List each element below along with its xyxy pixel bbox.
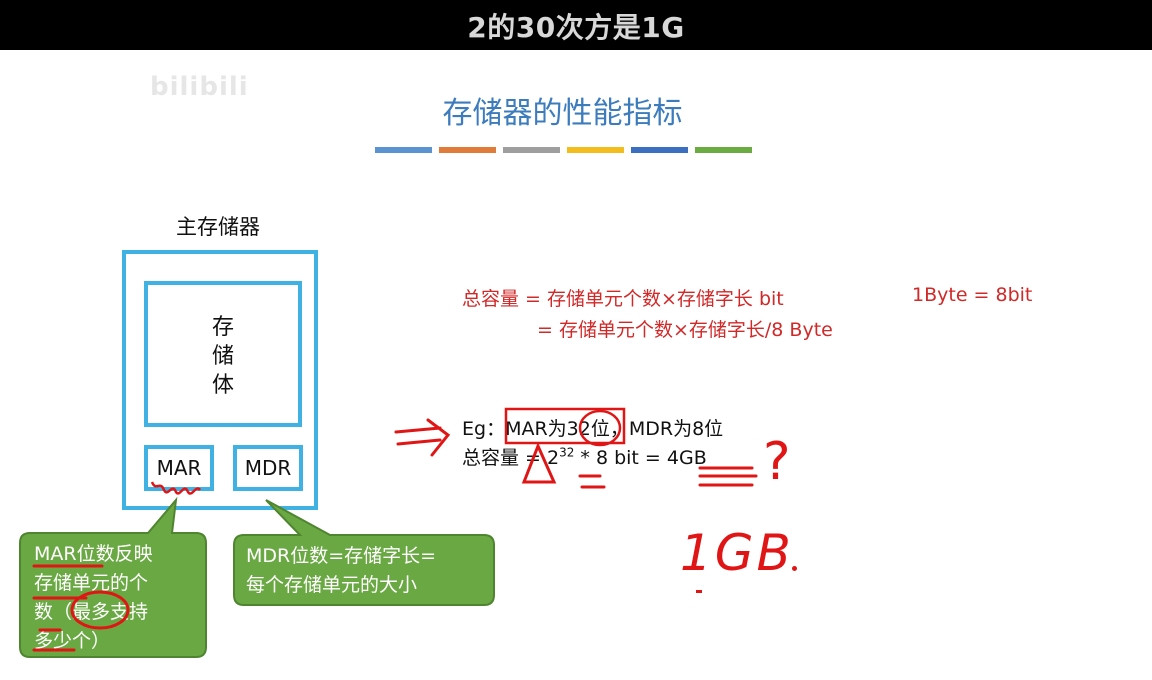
- example-label: Eg：: [462, 418, 506, 440]
- callout-mar-text: MAR位数反映 存储单元的个 数（最多支持 多少个）: [34, 540, 153, 656]
- formula-line-1: 总容量 = 存储单元个数×存储字长 bit: [462, 284, 784, 311]
- formula-line-2: = 存储单元个数×存储字长/8 Byte: [537, 319, 833, 341]
- main-memory-label: 主存储器: [176, 215, 260, 239]
- callout-mar-line: 数（最多支持: [34, 601, 149, 623]
- example-exponent: 32: [559, 445, 575, 460]
- title-color-bar: [503, 147, 560, 153]
- handwritten-dash: [696, 590, 702, 593]
- handwritten-answer: 1GB: [680, 524, 794, 582]
- example-equals: = 2: [519, 447, 560, 469]
- mdr-register-box: MDR: [233, 445, 303, 491]
- callout-mdr-text: MDR位数=存储字长= 每个存储单元的大小: [246, 542, 436, 600]
- example-result: 4GB: [666, 447, 707, 469]
- storage-body-char: 体: [211, 373, 234, 398]
- callout-mar-line: 多少个）: [34, 630, 111, 652]
- title-color-bar: [375, 147, 432, 153]
- byte-note: 1Byte = 8bit: [912, 284, 1033, 306]
- main-memory-box: [122, 250, 318, 510]
- example-rest: * 8 bit =: [574, 447, 667, 469]
- example-mar: MAR为32位: [505, 418, 610, 440]
- video-subtitle-bar: 2的30次方是1G: [0, 0, 1152, 50]
- handwritten-dot: [792, 566, 797, 571]
- example-line-1: Eg：MAR为32位，MDR为8位: [462, 414, 723, 441]
- formula-prefix: 总容量 =: [462, 288, 547, 310]
- storage-body-box: 存 储 体: [144, 281, 302, 427]
- callout-mar-line: 存储单元的个: [34, 572, 149, 594]
- mar-register-label: MAR: [156, 456, 202, 480]
- title-color-bar: [439, 147, 496, 153]
- watermark-logo: bilibili: [150, 72, 249, 102]
- title-color-bar: [567, 147, 624, 153]
- example-total-label: 总容量: [462, 447, 520, 469]
- formula-expr: 存储单元个数×存储字长 bit: [547, 288, 784, 310]
- mar-register-box: MAR: [144, 445, 214, 491]
- watermark: bilibili: [0, 72, 249, 102]
- example-mdr: ，MDR为8位: [609, 418, 724, 440]
- storage-body-label: 存 储 体: [148, 313, 298, 400]
- example-line-2: 总容量 = 232 * 8 bit = 4GB: [462, 443, 707, 470]
- storage-body-char: 存: [211, 315, 234, 340]
- callout-mar-line: MAR位数反映: [34, 543, 153, 565]
- storage-body-char: 储: [211, 344, 234, 369]
- handwritten-arrow: [394, 418, 451, 457]
- callout-mdr-line: MDR位数=存储字长=: [246, 545, 437, 567]
- slide-title: 存储器的性能指标: [442, 96, 683, 131]
- title-color-bar: [695, 147, 752, 153]
- mdr-register-label: MDR: [244, 456, 292, 480]
- question-mark: ?: [763, 432, 791, 492]
- callout-mdr-line: 每个存储单元的大小: [246, 574, 418, 596]
- video-subtitle: 2的30次方是1G: [467, 11, 685, 44]
- title-color-bar: [631, 147, 688, 153]
